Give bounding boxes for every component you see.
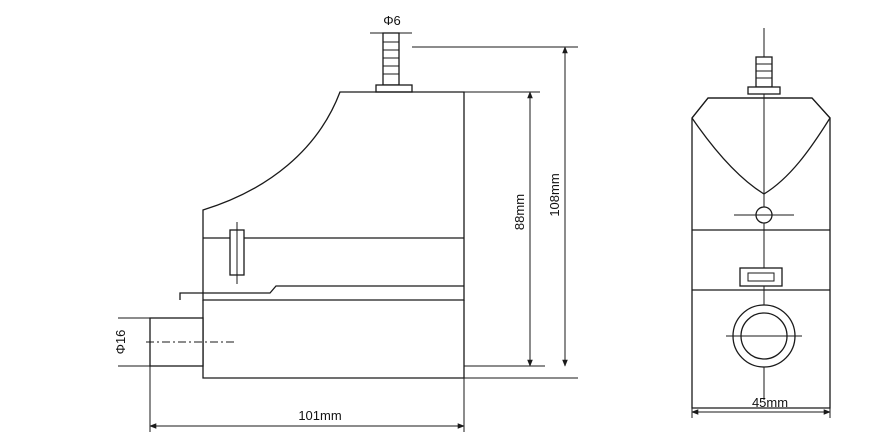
side-view: Φ16 Φ6 88mm 108mm 101mm — [113, 13, 578, 432]
dim-width: 45mm — [691, 395, 831, 418]
base-flange — [179, 285, 464, 300]
front-hose-fitting — [747, 56, 781, 95]
body-height-label: 88mm — [512, 194, 527, 230]
front-view: 45mm — [691, 28, 831, 418]
dim-total-height: 108mm — [412, 46, 578, 379]
dim-outlet-diameter: Φ16 — [113, 317, 150, 367]
outlet-diameter-label: Φ16 — [113, 330, 128, 355]
hose-fitting — [370, 32, 413, 93]
total-height-label: 108mm — [547, 173, 562, 216]
width-label: 45mm — [752, 395, 788, 410]
top-cover — [691, 97, 831, 195]
hose-diameter-label: Φ6 — [383, 13, 401, 28]
length-label: 101mm — [298, 408, 341, 423]
pump-body-outline — [202, 91, 465, 301]
dim-body-height: 88mm — [464, 91, 545, 367]
reservoir — [202, 300, 465, 379]
dim-length: 101mm — [149, 366, 465, 432]
latch — [739, 267, 783, 287]
